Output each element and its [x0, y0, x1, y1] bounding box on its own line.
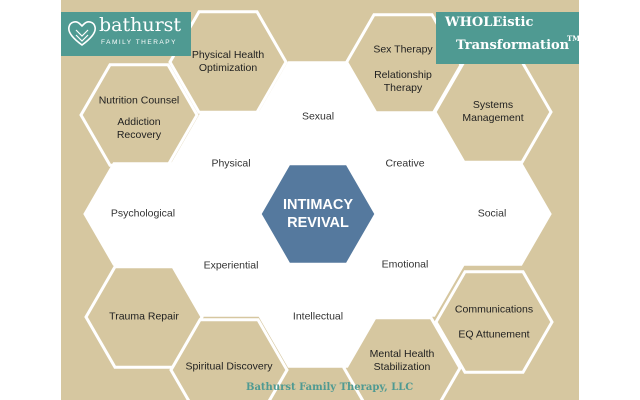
label-trauma-repair: Trauma Repair	[109, 310, 179, 323]
hex-communications	[434, 270, 554, 374]
label-relationship-line-2: Therapy	[383, 82, 423, 94]
label-systems-line-1: Systems	[472, 99, 514, 111]
center-label: INTIMACY REVIVAL	[283, 196, 353, 232]
logo-name: bathurst	[99, 14, 182, 36]
label-mental-health-line-1: Mental Health	[369, 348, 435, 360]
label-creative: Creative	[385, 157, 425, 170]
label-mental-health-line-2: Stabilization	[373, 361, 431, 373]
label-physical-health-line-2: Optimization	[198, 62, 258, 74]
footer-company: Bathurst Family Therapy, LLC	[246, 382, 414, 393]
label-psychological: Psychological	[110, 207, 176, 220]
logo: bathurst FAMILY THERAPY	[61, 12, 191, 56]
hex-center	[258, 162, 378, 266]
label-physical-health-line-1: Physical Health	[191, 49, 265, 61]
label-physical-health-optimization: Physical Health Optimization	[192, 49, 264, 75]
label-addiction-recovery: Addiction Recovery	[117, 116, 161, 142]
label-addiction-line-1: Addiction	[117, 116, 161, 128]
label-sexual: Sexual	[301, 110, 335, 123]
brand-trademark: TM	[567, 34, 579, 43]
label-communications: Communications	[454, 303, 534, 316]
brand-line-2: Transformation	[456, 38, 570, 53]
center-line-2: REVIVAL	[287, 215, 349, 231]
label-systems-line-2: Management	[462, 112, 524, 124]
label-relationship-line-1: Relationship	[374, 69, 432, 81]
label-addiction-line-2: Recovery	[116, 129, 162, 141]
poster: bathurst FAMILY THERAPY WHOLEistic Trans…	[61, 0, 579, 400]
label-experiential: Experiential	[203, 259, 259, 272]
label-systems-management: Systems Management	[462, 99, 523, 125]
logo-subtitle: FAMILY THERAPY	[101, 39, 177, 46]
label-nutrition-counsel: Nutrition Counsel	[98, 94, 180, 107]
label-emotional: Emotional	[381, 258, 429, 271]
hex-spiritual-discovery	[169, 318, 289, 400]
hexagon-grid	[79, 10, 554, 400]
label-eq-attunement: EQ Attunement	[458, 328, 530, 341]
label-spiritual-discovery: Spiritual Discovery	[185, 360, 273, 373]
center-line-1: INTIMACY	[282, 197, 354, 213]
label-mental-health-stabilization: Mental Health Stabilization	[370, 348, 435, 374]
label-physical: Physical	[211, 157, 251, 170]
label-intellectual: Intellectual	[292, 310, 344, 323]
label-relationship-therapy: Relationship Therapy	[374, 69, 432, 95]
hex-mental-health	[342, 316, 462, 400]
label-sex-therapy: Sex Therapy	[373, 43, 433, 56]
label-social: Social	[477, 207, 507, 220]
heart-logo-icon	[68, 21, 96, 46]
brand-badge: WHOLEistic Transformation TM	[436, 12, 579, 64]
brand-line-1: WHOLEistic	[445, 15, 534, 30]
